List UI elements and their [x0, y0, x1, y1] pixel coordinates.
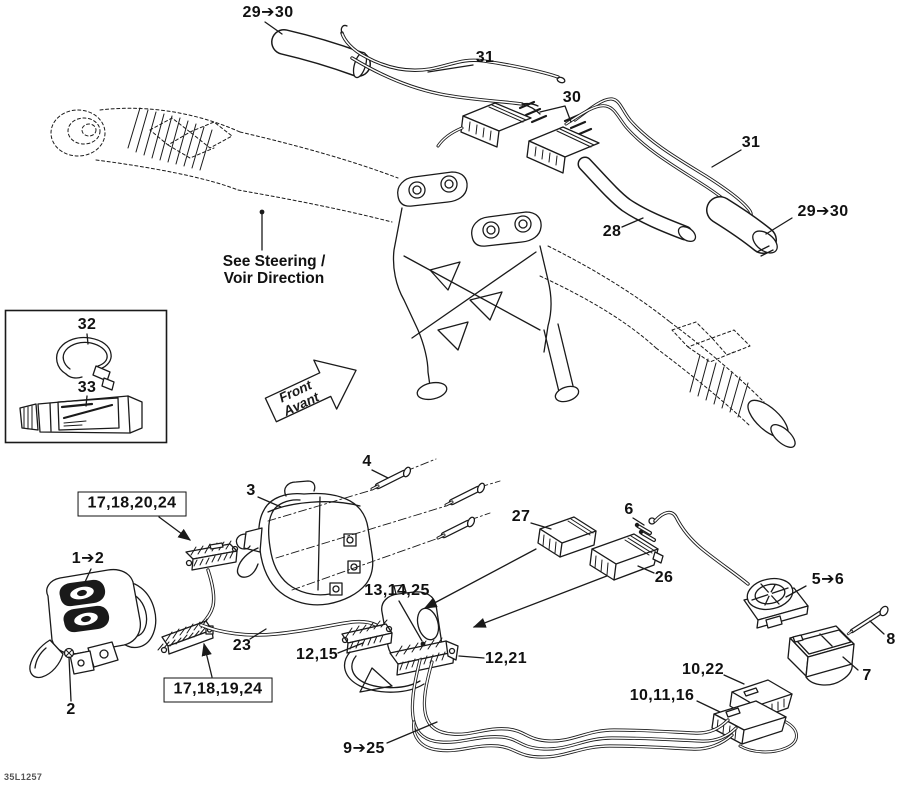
- cable-core: [376, 471, 406, 488]
- screw-8: [846, 605, 889, 636]
- cable-core: [411, 659, 737, 750]
- cable-core: [445, 501, 453, 506]
- connector-10-11-16: [711, 700, 798, 754]
- connection-arrows: [423, 548, 613, 628]
- cable-core: [371, 485, 379, 490]
- cable-core: [200, 569, 215, 626]
- connector-17-18-20-24: [185, 540, 239, 571]
- harness-9-25: [410, 658, 738, 759]
- inset-box: [4, 309, 168, 444]
- cable-core: [847, 630, 853, 635]
- cable-core: [351, 57, 523, 105]
- cable-core: [450, 487, 480, 504]
- switch-cluster: [341, 584, 459, 693]
- hose-28: [577, 156, 697, 242]
- switch-assembly-1-2: [29, 568, 157, 679]
- cable-core: [341, 32, 559, 78]
- steering-riser: [392, 171, 580, 403]
- connector-27: [537, 516, 597, 558]
- connector-26: [589, 533, 664, 581]
- cable-core: [442, 521, 470, 537]
- cable-core: [272, 30, 370, 76]
- front-direction-arrow: Front Avant: [264, 359, 357, 423]
- cable-core: [437, 534, 445, 539]
- leader-lines: [68, 21, 885, 744]
- cable-core: [637, 525, 651, 534]
- cable-core: [423, 661, 729, 742]
- screws-6: [634, 522, 656, 542]
- cable-core: [739, 721, 798, 753]
- cable-core: [565, 105, 738, 213]
- cable-core: [412, 721, 733, 758]
- connector-30-left: [436, 102, 532, 148]
- dial-switch-5-6: [743, 577, 809, 629]
- cable-core: [641, 532, 655, 541]
- switch-7: [787, 625, 855, 686]
- wire-to-dial: [648, 510, 750, 586]
- screws-4: [267, 458, 501, 591]
- connector-30-right: [526, 126, 600, 174]
- handlebar-reference: [50, 107, 796, 448]
- sleeve-29-30-right: [706, 196, 778, 257]
- tube-33: [19, 395, 143, 434]
- cable-core: [850, 611, 882, 633]
- sleeve-29-30-left: [271, 29, 371, 79]
- clip-32: [55, 336, 115, 391]
- housing-3: [235, 480, 374, 606]
- cable-core: [437, 127, 463, 147]
- cable-core: [200, 620, 377, 636]
- wire-31-top: [340, 24, 566, 84]
- cable-core: [579, 158, 691, 239]
- cable-core: [654, 511, 749, 585]
